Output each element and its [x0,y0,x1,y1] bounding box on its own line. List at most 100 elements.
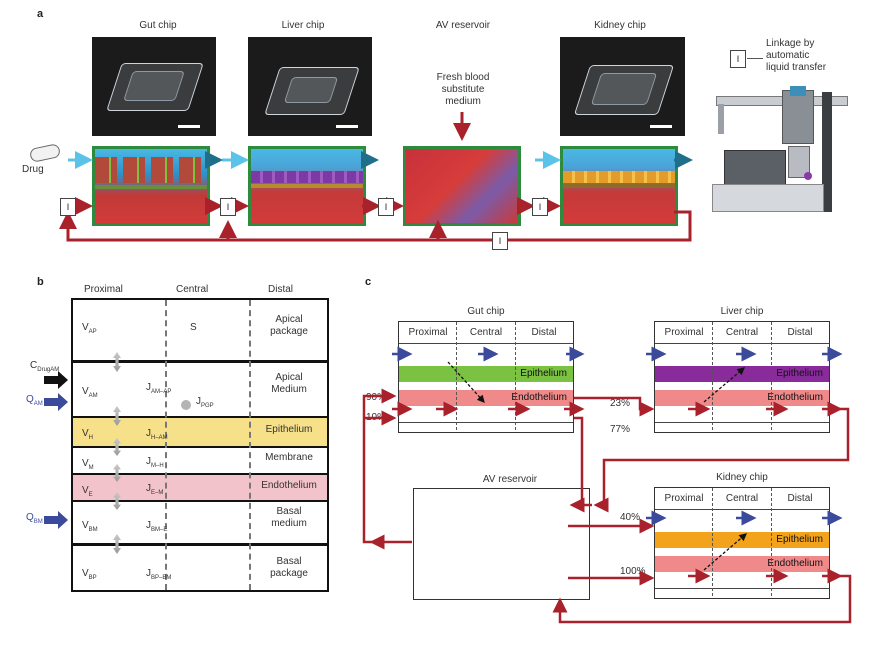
liver-chip-photo [248,37,372,136]
legend-linkage-line [747,58,763,59]
legend-line-1: Linkage by [766,38,815,49]
b-row-vap: VAP [82,322,97,335]
link-box-liver-av: I [378,198,394,216]
c-pct-90: 90% [366,392,387,403]
b-row-jpgp: JPGP [196,396,214,409]
b-separator-6 [73,543,327,546]
gut-villi [95,157,207,183]
c-liver-title: Liver chip [720,306,764,317]
legend-linkage-text: Linkage by automatic liquid transfer [766,38,826,74]
panel-a-letter: a [37,8,44,20]
exchange-arrow-5 [113,492,121,510]
b-label-epithelium: Epithelium [265,424,313,435]
q-bm-label: QBM [26,512,43,525]
exchange-arrow-3 [113,438,121,456]
b-row-jbme: JBM–E [146,520,168,533]
drug-label: Drug [22,164,44,175]
liver-chip-label: Liver chip [281,20,325,31]
b-row-jbpbm: JBP–BM [146,568,172,581]
b-separator-1 [73,360,327,363]
c-kidney-endothelium-band: Endothelium [655,556,829,572]
c-pct-100: 100% [620,566,646,577]
b-separator-4 [73,473,327,475]
link-box-return: I [492,232,508,250]
b-separator-5 [73,500,327,502]
exchange-arrow-6 [113,534,121,554]
liquid-handling-robot-image [708,86,858,220]
b-header-proximal: Proximal [84,284,123,295]
c-gut-epithelium-band: Epithelium [399,366,573,382]
c-kidney-epithelium-label: Epithelium [776,534,823,545]
exchange-arrow-4 [113,464,121,482]
kidney-chip-label: Kidney chip [594,20,646,31]
c-pct-23: 23% [610,398,631,409]
b-dashed-divider-1 [165,300,167,590]
compartment-model-box [71,298,329,592]
c-gut-zone-central: Central [469,327,503,338]
b-row-vam: VAM [82,386,98,399]
b-row-ve: VE [82,485,93,498]
fresh-medium-line-2: substitute [441,84,485,95]
c-kidney-zone-distal: Distal [787,493,813,504]
link-box-av-kidney: I [532,198,548,216]
panel-b-inflow-arrows [44,371,68,529]
c-liver-epithelium-label: Epithelium [776,368,823,379]
gut-chip-schematic [92,146,210,226]
legend-line-3: liquid transfer [766,62,827,73]
legend-line-2: automatic [766,50,810,61]
c-kidney-title: Kidney chip [716,472,768,483]
panel-a-flow-arrows [59,112,693,242]
b-separator-2 [73,416,327,418]
c-av-title: AV reservoir [482,474,538,485]
b-separator-3 [73,446,327,448]
c-liver-chip-box: Proximal Central Distal Epithelium Endot… [654,321,830,433]
liver-membrane [251,184,363,188]
fresh-medium-line-1: Fresh blood [436,72,490,83]
link-box-gut-liver: I [220,198,236,216]
gut-chip-label: Gut chip [139,20,177,31]
c-gut-zone-proximal: Proximal [408,327,448,338]
c-liver-zone-distal: Distal [787,327,813,338]
b-row-vbm: VBM [82,520,98,533]
q-am-label: QAM [26,394,43,407]
kidney-chip-schematic [560,146,678,226]
gut-chip-photo [92,37,216,136]
b-row-jmh: JM–H [146,456,164,469]
b-row-s: S [190,322,197,333]
c-gut-chip-box: Proximal Central Distal Epithelium Endot… [398,321,574,433]
b-row-jem: JE–M [146,483,164,496]
c-gut-epithelium-label: Epithelium [520,368,567,379]
b-label-membrane: Membrane [265,452,313,463]
gut-membrane [95,185,207,189]
fresh-medium-line-3: medium [445,96,481,107]
b-row-vbp: VBP [82,568,97,581]
c-kidney-chip-box: Proximal Central Distal Epithelium Endot… [654,487,830,599]
kidney-membrane [563,184,675,188]
c-gut-endothelium-label: Endothelium [511,392,567,403]
b-row-vh: VH [82,428,94,441]
c-drug-am-label: CDrugAM [30,360,60,373]
c-liver-endothelium-label: Endothelium [767,392,823,403]
c-av-reservoir-box [413,488,590,600]
c-pct-77: 77% [610,424,631,435]
c-liver-zone-proximal: Proximal [664,327,704,338]
b-row-jamap: JAM–AP [146,382,172,395]
kidney-chip-photo [560,37,685,136]
panel-c-letter: c [365,276,372,288]
link-box-gut-in: I [60,198,76,216]
c-pct-40: 40% [620,512,641,523]
panel-b-letter: b [37,276,44,288]
c-gut-title: Gut chip [467,306,505,317]
c-kidney-endothelium-label: Endothelium [767,558,823,569]
av-reservoir-label: AV reservoir [435,20,491,31]
fresh-medium-label: Fresh blood substitute medium [418,72,508,108]
liver-cells [251,171,363,183]
av-reservoir-schematic [403,146,521,226]
exchange-arrow-1 [113,352,121,372]
c-kidney-zone-proximal: Proximal [664,493,704,504]
